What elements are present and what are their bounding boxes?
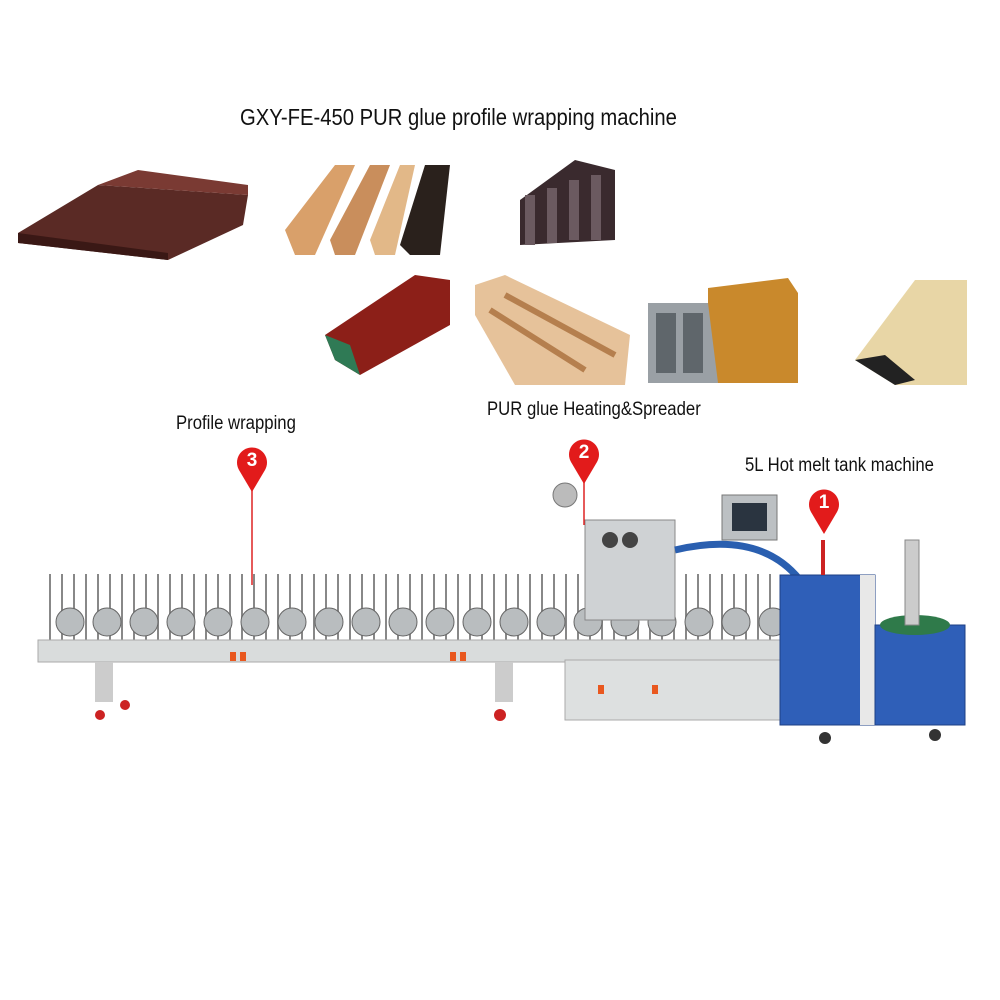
label-hot-melt-tank: 5L Hot melt tank machine <box>745 455 934 476</box>
hot-melt-tank-cabinet <box>779 574 876 726</box>
profile-sample-fluted-panel <box>520 160 615 245</box>
press-roller <box>536 607 566 637</box>
marker-1: 1 <box>807 488 841 536</box>
press-roller <box>55 607 85 637</box>
marker-3: 3 <box>235 446 269 494</box>
profile-sample-wood-u-channels <box>285 165 450 255</box>
press-roller <box>721 607 751 637</box>
press-roller <box>684 607 714 637</box>
press-roller <box>462 607 492 637</box>
press-roller <box>314 607 344 637</box>
profile-sample-grooved-wood <box>475 275 630 385</box>
profile-sample-red-gloss-cap <box>325 275 450 375</box>
press-roller <box>129 607 159 637</box>
profile-sample-oak-handrail <box>855 280 967 385</box>
press-roller <box>351 607 381 637</box>
press-roller <box>499 607 529 637</box>
press-roller <box>203 607 233 637</box>
press-roller <box>92 607 122 637</box>
profile-wrapping-machine <box>37 480 966 744</box>
marker-2: 2 <box>567 438 601 486</box>
label-profile-wrapping: Profile wrapping <box>176 413 296 434</box>
press-roller <box>166 607 196 637</box>
page-title: GXY-FE-450 PUR glue profile wrapping mac… <box>240 104 677 130</box>
press-roller <box>425 607 455 637</box>
press-roller <box>277 607 307 637</box>
press-roller <box>240 607 270 637</box>
profile-sample-brown-moulding <box>18 170 248 260</box>
press-roller <box>388 607 418 637</box>
machine-bed <box>37 639 789 663</box>
marker-number: 3 <box>246 450 258 471</box>
marker-number: 2 <box>578 442 590 463</box>
marker-number: 1 <box>818 492 830 513</box>
label-glue-heating-spreader: PUR glue Heating&Spreader <box>487 399 701 420</box>
profile-sample-aluminium-window <box>648 278 798 383</box>
